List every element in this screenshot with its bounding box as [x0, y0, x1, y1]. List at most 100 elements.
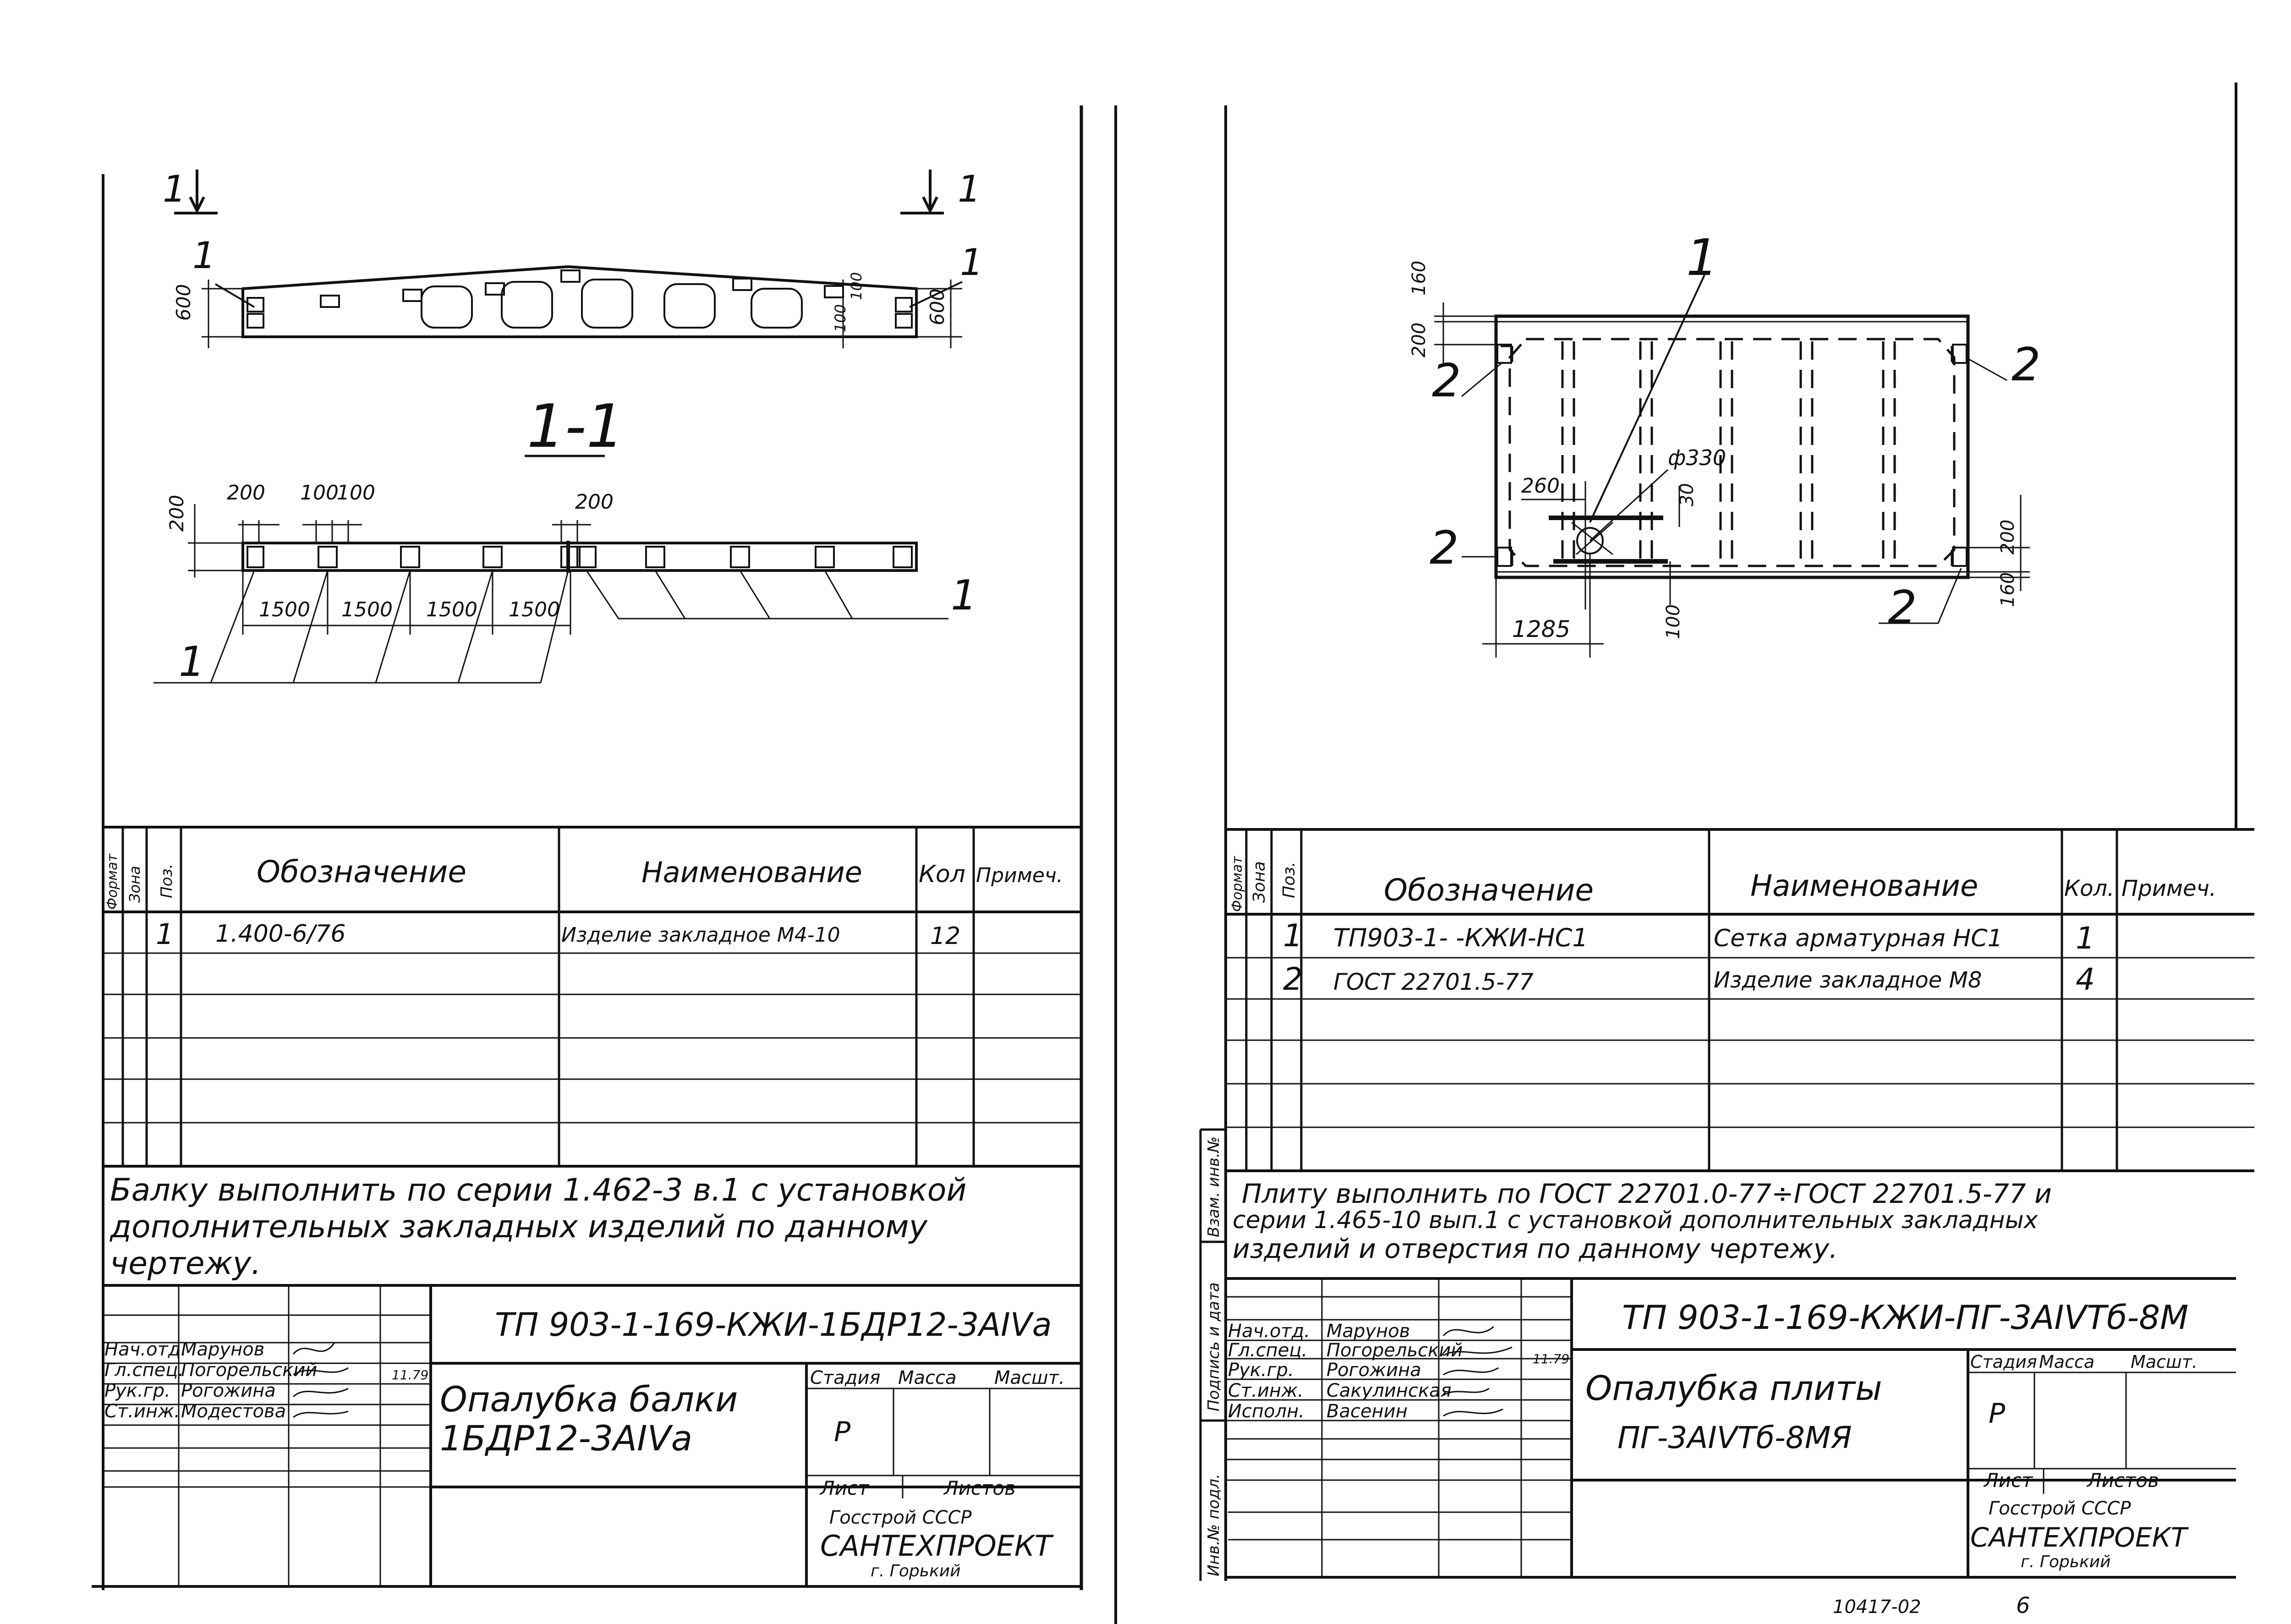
- stamp-mass-label: Масса: [2039, 1352, 2094, 1372]
- stamp-role: Ст.инж.: [104, 1401, 180, 1422]
- stamp-name: Рогожина: [1326, 1360, 1421, 1381]
- dim-1285: 1285: [1512, 616, 1570, 642]
- dim-100-b: 100: [848, 272, 865, 300]
- row-qty: 12: [930, 922, 960, 950]
- col-header-zone: Зона: [1250, 861, 1269, 903]
- row-pos: 2: [1283, 961, 1303, 998]
- stamp-stage-label: Стадия: [1970, 1352, 2037, 1372]
- stamp-title: ПГ-3АIVТб-8МЯ: [1617, 1420, 1852, 1455]
- dim-600-left: 600: [172, 284, 195, 321]
- footer-fragment: 10417-02: [1833, 1597, 1921, 1618]
- side-label: Инв.№ подл.: [1205, 1474, 1223, 1576]
- side-label: Подпись и дата: [1205, 1282, 1223, 1411]
- note-line: Балку выполнить по серии 1.462-3 в.1 с у…: [110, 1172, 967, 1208]
- beam-section-plan: [241, 541, 918, 573]
- dim-spacing: 1500: [341, 598, 393, 621]
- stamp-sheets-label: Листов: [943, 1477, 1016, 1499]
- col-header-note: Примеч.: [976, 864, 1063, 887]
- dim-top: 100: [300, 481, 339, 505]
- signature: [1442, 1326, 1513, 1417]
- stamp-stage-value: Р: [1989, 1398, 2006, 1430]
- row-designation: ТП903-1- -КЖИ-НС1: [1333, 923, 1588, 952]
- stamp-name: Сакулинская: [1326, 1380, 1452, 1401]
- col-header-pos: Поз.: [158, 864, 176, 898]
- stamp-role: Рук.гр.: [104, 1380, 170, 1401]
- left-sheet: 1 1 600 1 600 100: [92, 105, 1117, 1624]
- row-designation: ГОСТ 22701.5-77: [1333, 969, 1534, 995]
- dim-phi: ф330: [1668, 445, 1726, 470]
- stamp-role: Нач.отд.: [1228, 1321, 1310, 1342]
- row-pos: 1: [1283, 918, 1303, 954]
- note-line: изделий и отверстия по данному чертежу.: [1233, 1233, 1838, 1264]
- row-name: Изделие закладное М8: [1714, 967, 1982, 993]
- section-arrow-left: [174, 170, 218, 214]
- dim-30: 30: [1677, 483, 1698, 506]
- col-header-pos: Поз.: [1280, 861, 1299, 898]
- stamp-scale-label: Масшт.: [994, 1367, 1065, 1388]
- col-header-qty: Кол.: [2064, 876, 2114, 901]
- stamp-role: Нач.отд.: [104, 1339, 186, 1360]
- row-designation: 1.400-6/76: [215, 920, 345, 948]
- slab-plan: [1494, 314, 1970, 579]
- stamp-role: Исполн.: [1228, 1401, 1304, 1422]
- stamp-name: Погорельский: [1326, 1340, 1463, 1361]
- stamp-role: Гл.спец.: [104, 1360, 184, 1381]
- stamp-name: Марунов: [181, 1339, 264, 1360]
- right-spec-table: [1226, 828, 2254, 1172]
- dim-260: 260: [1521, 474, 1560, 498]
- dim-top: 160: [1409, 261, 1430, 296]
- dim-right: 200: [1997, 520, 2018, 554]
- section-arrow-right: [900, 170, 944, 214]
- stamp-date: 11.79: [392, 1367, 428, 1383]
- col-header-name: Наименование: [641, 856, 862, 889]
- dim-right: 160: [1997, 572, 2018, 607]
- left-spec-table: [103, 826, 1081, 1168]
- stamp-code: ТП 903-1-169-КЖИ-1БДР12-3АIVа: [495, 1306, 1052, 1344]
- stamp-mass-label: Масса: [898, 1367, 957, 1388]
- stamp-date: 11.79: [1533, 1351, 1569, 1366]
- leader-label-1: 1: [1686, 228, 1718, 287]
- row-name: Сетка арматурная НС1: [1714, 925, 2003, 952]
- row-name: Изделие закладное М4-10: [561, 923, 840, 947]
- section-mark-right: 1: [958, 168, 981, 210]
- dim-top: 200: [227, 481, 265, 505]
- col-header-name: Наименование: [1750, 869, 1978, 903]
- col-header-qty: Кол: [919, 861, 965, 888]
- leader-label: 1: [179, 638, 205, 686]
- stamp-title: Опалубка плиты: [1585, 1369, 1882, 1408]
- col-header-format: Формат: [104, 853, 121, 910]
- section-mark-left: 1: [163, 168, 186, 210]
- stamp-name: Модестова: [181, 1401, 286, 1422]
- note-line: чертежу.: [110, 1245, 261, 1282]
- stamp-title: Опалубка балки: [440, 1379, 738, 1420]
- stamp-name: Марунов: [1326, 1321, 1410, 1342]
- note-line: серии 1.465-10 вып.1 с установкой дополн…: [1233, 1207, 2039, 1234]
- col-header-note: Примеч.: [2121, 876, 2216, 901]
- col-header-format: Формат: [1229, 856, 1245, 912]
- leader-label: 1: [951, 571, 977, 620]
- stamp-sheet-label: Лист: [819, 1477, 870, 1499]
- label-2: 2: [2011, 338, 2041, 391]
- beam-elevation: [241, 265, 918, 338]
- dim-100-a: 100: [832, 304, 849, 332]
- stamp-role: Ст.инж.: [1228, 1380, 1304, 1401]
- label-2: 2: [1432, 354, 1461, 407]
- note-line: дополнительных закладных изделий по данн…: [110, 1209, 928, 1245]
- dim-top: 200: [1409, 323, 1430, 357]
- stamp-sheets-label: Листов: [2086, 1469, 2159, 1492]
- dim-spacing: 1500: [426, 598, 477, 621]
- stamp-stage-value: Р: [834, 1416, 851, 1448]
- label-2: 2: [1888, 581, 1917, 634]
- stamp-name: Васенин: [1326, 1401, 1408, 1422]
- side-strip: [1199, 1128, 1227, 1581]
- left-title-block: [103, 1284, 1081, 1586]
- dim-spacing: 1500: [259, 598, 310, 621]
- stamp-title: 1БДР12-3АIVа: [440, 1418, 692, 1459]
- row-pos: 1: [156, 917, 174, 951]
- row-qty: 1: [2076, 921, 2095, 956]
- leader-label: 1: [960, 241, 983, 284]
- stamp-org: САНТЕХПРОЕКТ: [1970, 1522, 2189, 1553]
- stamp-org: Госстрой СССР: [1989, 1498, 2131, 1519]
